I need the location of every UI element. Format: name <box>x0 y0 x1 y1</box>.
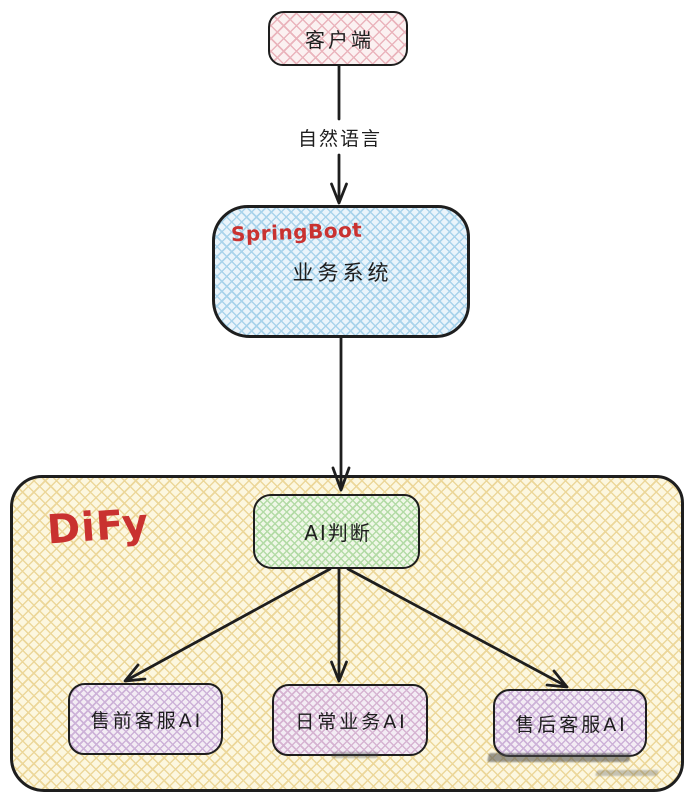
node-ai-router: AI判断 <box>253 494 420 569</box>
node-aftersales-ai: 售后客服AI <box>493 689 647 757</box>
node-daily-business-ai: 日常业务AI <box>272 684 428 756</box>
node-springboot-system: SpringBoot 业务系统 <box>212 205 470 338</box>
node-ai-router-label: AI判断 <box>304 521 372 545</box>
node-client-label: 客户端 <box>305 28 374 52</box>
node-aftersales-ai-label: 售后客服AI <box>515 713 628 736</box>
node-springboot-label: 业务系统 <box>292 260 393 285</box>
arrow-springboot-to-ai <box>331 336 351 492</box>
node-presales-ai: 售前客服AI <box>68 683 223 755</box>
node-daily-business-ai-label: 日常业务AI <box>295 710 408 733</box>
container-dify-tag: DiFy <box>45 500 151 554</box>
watermark-smudge <box>594 770 660 776</box>
watermark-smudge <box>487 753 631 762</box>
node-presales-ai-label: 售前客服AI <box>90 709 204 732</box>
node-client: 客户端 <box>268 11 408 66</box>
node-springboot-tag: SpringBoot <box>230 217 363 247</box>
edge-label-natural-language: 自然语言 <box>297 128 382 150</box>
watermark-smudge <box>331 752 379 758</box>
